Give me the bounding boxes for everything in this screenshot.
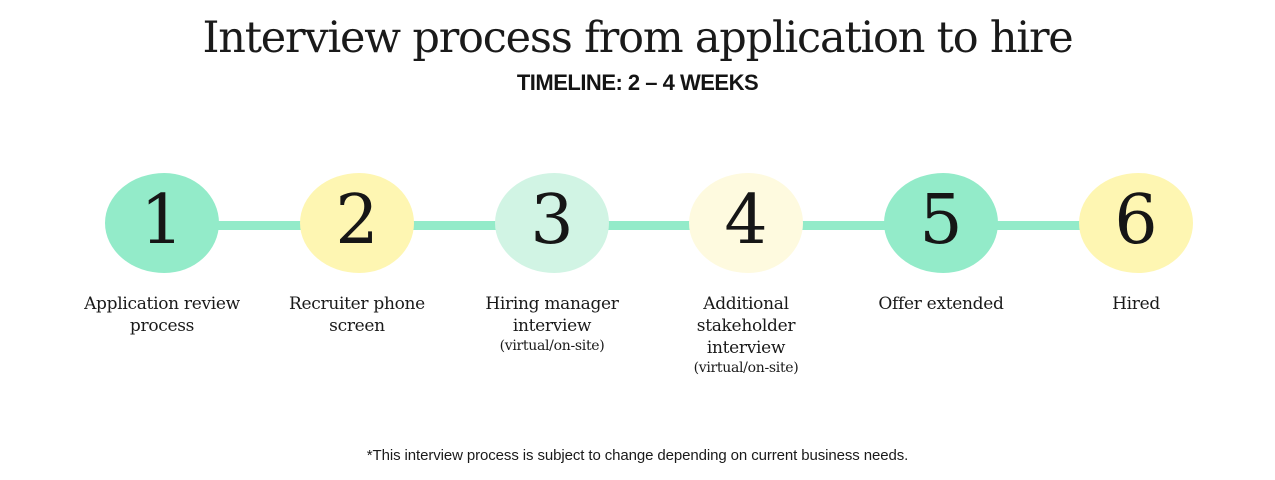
step-number-bubble: 4 [689, 173, 803, 273]
step-note: (virtual/on-site) [693, 360, 799, 376]
step-number: 1 [140, 181, 184, 260]
step-number: 3 [530, 181, 574, 260]
step-number: 2 [335, 181, 379, 260]
step-title: Offer extended [878, 294, 1004, 314]
step-label: Hiring manager interview (virtual/on-sit… [477, 293, 627, 356]
step-6: 6 Hired [1041, 173, 1231, 315]
step-label: Hired [1061, 293, 1211, 315]
step-1: 1 Application review process [67, 173, 257, 337]
footnote: *This interview process is subject to ch… [366, 447, 909, 464]
step-4: 4 Additional stakeholder interview (virt… [651, 173, 841, 378]
step-note: (virtual/on-site) [499, 338, 605, 354]
step-title: Recruiter phone screen [289, 294, 425, 336]
step-number-bubble: 2 [300, 173, 414, 273]
step-label: Recruiter phone screen [282, 293, 432, 337]
step-5: 5 Offer extended [846, 173, 1036, 315]
step-title: Hiring manager interview [485, 294, 619, 336]
step-number-bubble: 5 [884, 173, 998, 273]
step-number: 6 [1114, 181, 1158, 260]
timeline-connector-line [162, 221, 1136, 230]
step-title: Additional stakeholder interview [696, 294, 796, 358]
step-2: 2 Recruiter phone screen [262, 173, 452, 337]
step-label: Offer extended [851, 293, 1031, 315]
step-label: Application review process [77, 293, 247, 337]
step-title: Hired [1112, 294, 1160, 314]
step-label: Additional stakeholder interview (virtua… [686, 293, 806, 378]
step-number: 4 [724, 181, 768, 260]
step-number-bubble: 3 [495, 173, 609, 273]
step-number: 5 [919, 181, 963, 260]
timeline-subtitle: TIMELINE: 2 – 4 WEEKS [516, 70, 759, 95]
step-number-bubble: 1 [105, 173, 219, 273]
step-3: 3 Hiring manager interview (virtual/on-s… [457, 173, 647, 356]
page-title: Interview process from application to hi… [202, 13, 1073, 63]
step-number-bubble: 6 [1079, 173, 1193, 273]
step-title: Application review process [84, 294, 240, 336]
